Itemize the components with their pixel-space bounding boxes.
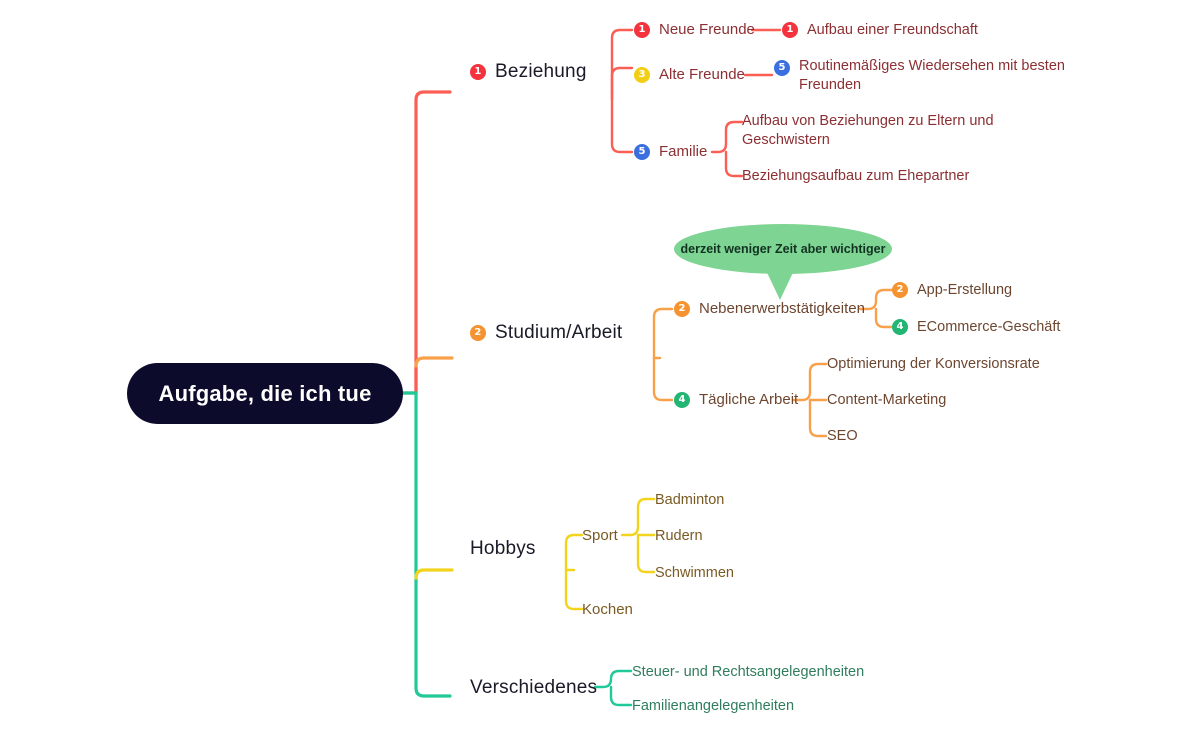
node-nebenerwerbstaetigkeiten[interactable]: 2 Nebenerwerbstätigkeiten [674, 300, 865, 319]
leaf-label: Beziehungsaufbau zum Ehepartner [742, 168, 970, 184]
leaf-label: Steuer- und Rechtsangelegenheiten [632, 664, 865, 680]
leaf-label: ECommerce-Geschäft [917, 319, 1061, 335]
branch-label: Beziehung [495, 61, 587, 82]
node-label: Nebenerwerbstätigkeiten [699, 300, 865, 317]
leaf-label: Optimierung der Konversionsrate [827, 356, 1040, 372]
leaf-label: Aufbau einer Freundschaft [807, 22, 978, 38]
badge-icon: 2 [470, 324, 486, 341]
node-label: Kochen [582, 601, 633, 618]
branch-label: Studium/Arbeit [495, 322, 623, 343]
leaf-content-marketing[interactable]: Content-Marketing [827, 391, 946, 409]
branch-label: Verschiedenes [470, 677, 598, 698]
leaf-app-erstellung[interactable]: 2 App-Erstellung [892, 281, 1012, 299]
badge-icon: 5 [774, 60, 790, 76]
node-neue-freunde[interactable]: 1 Neue Freunde [634, 21, 755, 40]
leaf-aufbau-beziehungen-eltern[interactable]: Aufbau von Beziehungen zu Eltern und Ges… [742, 112, 1000, 150]
leaf-steuer-rechtsangelegenheiten[interactable]: Steuer- und Rechtsangelegenheiten [632, 663, 864, 681]
leaf-label: Badminton [655, 492, 725, 508]
node-kochen[interactable]: Kochen [582, 601, 633, 620]
branch-beziehung[interactable]: 1 Beziehung [470, 60, 587, 84]
badge-icon: 5 [634, 144, 650, 161]
badge-icon: 4 [674, 392, 690, 409]
leaf-optimierung-konversionsrate[interactable]: Optimierung der Konversionsrate [827, 355, 1040, 373]
branch-hobbys[interactable]: Hobbys [470, 537, 536, 561]
leaf-beziehungsaufbau-ehepartner[interactable]: Beziehungsaufbau zum Ehepartner [742, 167, 969, 185]
node-label: Alte Freunde [659, 66, 745, 83]
badge-icon: 1 [782, 22, 798, 39]
leaf-label: App-Erstellung [917, 282, 1013, 298]
leaf-badminton[interactable]: Badminton [655, 491, 724, 509]
node-label: Neue Freunde [659, 21, 755, 38]
badge-icon: 1 [634, 22, 650, 39]
annotation-text: derzeit weniger Zeit aber wichtiger [680, 242, 886, 256]
root-label: Aufgabe, die ich tue [158, 380, 372, 406]
speech-bubble-annotation[interactable]: derzeit weniger Zeit aber wichtiger [674, 224, 892, 274]
node-taegliche-arbeit[interactable]: 4 Tägliche Arbeit [674, 391, 798, 410]
leaf-label: Rudern [655, 528, 703, 544]
leaf-routinemaessiges-wiedersehen[interactable]: 5 Routinemäßiges Wiedersehen mit besten … [774, 57, 1067, 95]
branch-studium-arbeit[interactable]: 2 Studium/Arbeit [470, 321, 622, 345]
branch-label: Hobbys [470, 538, 536, 559]
leaf-label: Schwimmen [655, 565, 734, 581]
badge-icon: 3 [634, 67, 650, 84]
leaf-ecommerce-geschaeft[interactable]: 4 ECommerce-Geschäft [892, 318, 1060, 336]
leaf-label: SEO [827, 428, 858, 444]
badge-icon: 2 [892, 282, 908, 299]
node-label: Tägliche Arbeit [699, 391, 799, 408]
leaf-rudern[interactable]: Rudern [655, 527, 703, 545]
node-familie[interactable]: 5 Familie [634, 143, 707, 162]
leaf-label: Aufbau von Beziehungen zu Eltern und Ges… [742, 113, 994, 149]
branch-verschiedenes[interactable]: Verschiedenes [470, 676, 597, 700]
leaf-label: Familienangelegenheiten [632, 698, 795, 714]
node-alte-freunde[interactable]: 3 Alte Freunde [634, 66, 745, 85]
node-label: Sport [582, 527, 618, 544]
leaf-familienangelegenheiten[interactable]: Familienangelegenheiten [632, 697, 794, 715]
badge-icon: 1 [470, 63, 486, 80]
root-node[interactable]: Aufgabe, die ich tue [127, 363, 403, 424]
leaf-label: Routinemäßiges Wiedersehen mit besten Fr… [799, 58, 1065, 94]
node-label: Familie [659, 143, 708, 160]
badge-icon: 2 [674, 301, 690, 318]
node-sport[interactable]: Sport [582, 527, 618, 546]
leaf-seo[interactable]: SEO [827, 427, 858, 445]
leaf-label: Content-Marketing [827, 392, 947, 408]
leaf-schwimmen[interactable]: Schwimmen [655, 564, 734, 582]
leaf-aufbau-freundschaft[interactable]: 1 Aufbau einer Freundschaft [782, 21, 978, 39]
badge-icon: 4 [892, 319, 908, 336]
